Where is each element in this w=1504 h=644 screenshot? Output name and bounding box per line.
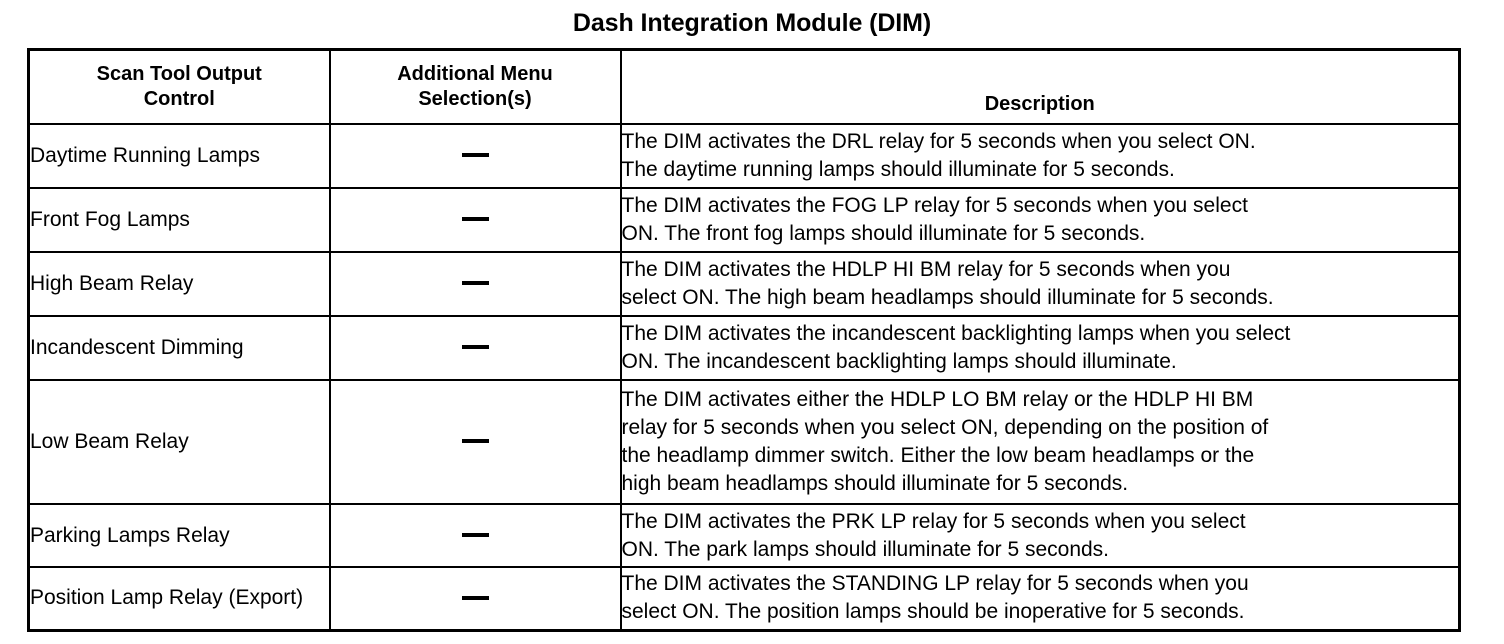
description-line: The DIM activates either the HDLP LO BM … — [621, 388, 1254, 411]
table-row: Parking Lamps Relay The DIM activates th… — [27, 503, 1461, 568]
column-header-additional-menu-selections: Additional Menu Selection(s) — [328, 48, 622, 125]
description-line: The DIM activates the DRL relay for 5 se… — [621, 130, 1256, 153]
table-header-row: Scan Tool Output Control Additional Menu… — [27, 48, 1461, 125]
em-dash-icon — [461, 439, 489, 444]
cell-control-name: Incandescent Dimming — [27, 315, 331, 381]
page-title: Dash Integration Module (DIM) — [572, 9, 932, 37]
column-header-description: Description — [619, 48, 1461, 125]
table-row: High Beam Relay The DIM activates the HD… — [27, 251, 1461, 317]
cell-menu-selection — [328, 566, 622, 631]
description-line: ON. The park lamps should illuminate for… — [621, 537, 1110, 561]
cell-description: The DIM activates the incandescent backl… — [619, 315, 1461, 381]
em-dash-icon — [461, 153, 489, 158]
description-line: ON. The front fog lamps should illuminat… — [621, 222, 1146, 245]
table-row: Front Fog Lamps The DIM activates the FO… — [27, 187, 1461, 253]
column-header-line-1: Scan Tool Output — [96, 63, 262, 85]
dim-table-container: Scan Tool Output Control Additional Menu… — [27, 48, 1461, 632]
description-line: high beam headlamps should illuminate fo… — [621, 472, 1129, 495]
em-dash-icon — [461, 345, 489, 350]
control-name-line: Position Lamp Relay — [30, 586, 223, 610]
cell-description: The DIM activates either the HDLP LO BM … — [619, 379, 1461, 505]
cell-description: The DIM activates the DRL relay for 5 se… — [619, 123, 1461, 189]
description-line: relay for 5 seconds when you select ON, … — [621, 416, 1269, 439]
description-line: The DIM activates the HDLP HI BM relay f… — [621, 258, 1231, 281]
table-row: Low Beam Relay The DIM activates either … — [27, 379, 1461, 505]
cell-description: The DIM activates the HDLP HI BM relay f… — [619, 251, 1461, 317]
description-line: The DIM activates the incandescent backl… — [621, 322, 1291, 345]
description-line: The DIM activates the STANDING LP relay … — [621, 572, 1249, 596]
cell-description: The DIM activates the PRK LP relay for 5… — [619, 503, 1461, 568]
cell-control-name: Parking Lamps Relay — [27, 503, 331, 568]
column-header-line-1: Additional Menu — [397, 63, 553, 85]
cell-menu-selection — [328, 251, 622, 317]
dim-table: Scan Tool Output Control Additional Menu… — [27, 48, 1461, 632]
cell-control-name: Daytime Running Lamps — [27, 123, 331, 189]
description-line: The DIM activates the FOG LP relay for 5… — [621, 194, 1248, 217]
description-line: The DIM activates the PRK LP relay for 5… — [621, 509, 1246, 533]
cell-control-name: Low Beam Relay — [27, 379, 331, 505]
description-line: the headlamp dimmer switch. Either the l… — [621, 444, 1255, 467]
description-line: select ON. The high beam headlamps shoul… — [621, 286, 1274, 309]
cell-description: The DIM activates the FOG LP relay for 5… — [619, 187, 1461, 253]
cell-control-name: Position Lamp Relay (Export) — [27, 566, 331, 631]
control-name-line: (Export) — [228, 586, 304, 610]
cell-menu-selection — [328, 503, 622, 568]
column-header-line-2: Control — [143, 88, 215, 110]
table-row: Incandescent Dimming The DIM activates t… — [27, 315, 1461, 381]
cell-menu-selection — [328, 379, 622, 505]
cell-control-name: High Beam Relay — [27, 251, 331, 317]
cell-control-name: Front Fog Lamps — [27, 187, 331, 253]
table-row: Daytime Running Lamps The DIM activates … — [27, 123, 1461, 189]
description-line: The daytime running lamps should illumin… — [621, 158, 1175, 181]
cell-description: The DIM activates the STANDING LP relay … — [619, 566, 1461, 631]
description-line: ON. The incandescent backlighting lamps … — [621, 350, 1177, 373]
column-header-line-2: Selection(s) — [418, 88, 532, 110]
column-header-scan-tool-output-control: Scan Tool Output Control — [27, 48, 331, 125]
em-dash-icon — [461, 281, 489, 286]
column-header-text: Description — [984, 93, 1095, 115]
cell-menu-selection — [328, 123, 622, 189]
table-row: Position Lamp Relay (Export) The DIM act… — [27, 566, 1461, 631]
description-line: select ON. The position lamps should be … — [621, 600, 1245, 624]
em-dash-icon — [461, 532, 489, 537]
em-dash-icon — [461, 217, 489, 222]
cell-menu-selection — [328, 315, 622, 381]
cell-menu-selection — [328, 187, 622, 253]
em-dash-icon — [461, 595, 489, 600]
